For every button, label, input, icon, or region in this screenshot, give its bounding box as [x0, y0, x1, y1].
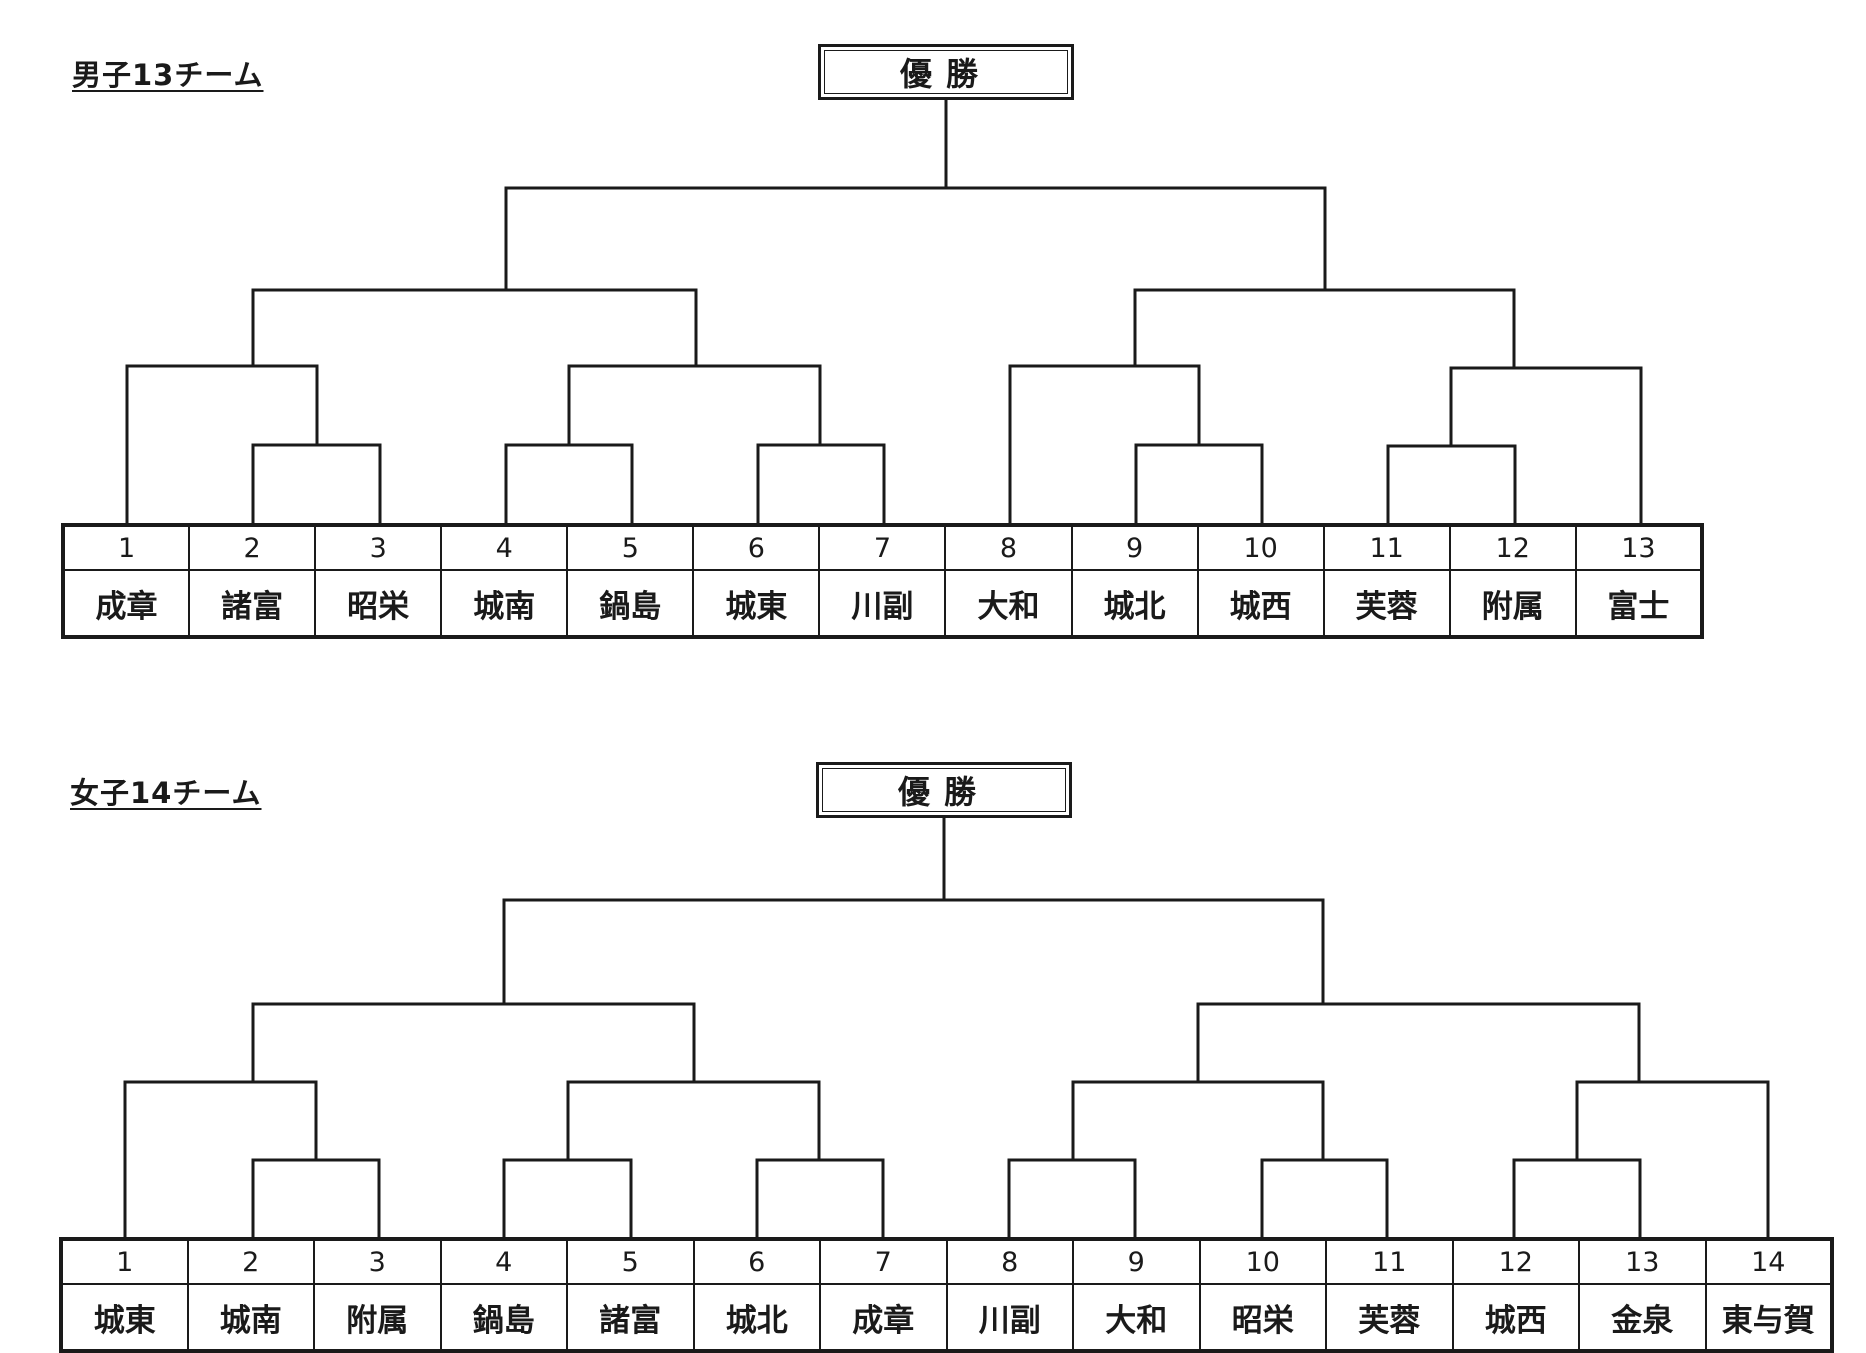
girls-name-row: 城東 城南 附属 鍋島 諸富 城北 成章 川副 大和 昭栄 芙蓉 城西 金泉 東…: [60, 1283, 1833, 1352]
team-number: 2: [188, 524, 317, 571]
team-number: 2: [186, 1238, 315, 1285]
team-name: 富士: [1574, 569, 1704, 638]
boys-number-row: 1 2 3 4 5 6 7 8 9 10 11 12 13: [61, 524, 1704, 571]
team-number: 3: [314, 524, 443, 571]
team-name: 昭栄: [1198, 1283, 1327, 1352]
girls-team-table: 1 2 3 4 5 6 7 8 9 10 11 12 13 14 城東 城南 附…: [59, 1237, 1834, 1353]
team-number: 12: [1451, 1238, 1580, 1285]
team-name: 川副: [945, 1283, 1074, 1352]
team-number: 13: [1574, 524, 1704, 571]
team-name: 昭栄: [314, 569, 443, 638]
team-number: 4: [439, 1238, 568, 1285]
team-number: 12: [1448, 524, 1577, 571]
boys-name-row: 成章 諸富 昭栄 城南 鍋島 城東 川副 大和 城北 城西 芙蓉 附属 富士: [61, 569, 1704, 638]
team-number: 10: [1196, 524, 1325, 571]
team-number: 14: [1704, 1238, 1833, 1285]
team-name: 芙蓉: [1325, 1283, 1454, 1352]
team-name: 城東: [60, 1283, 189, 1352]
team-name: 諸富: [566, 1283, 695, 1352]
team-number: 5: [566, 1238, 695, 1285]
team-name: 大和: [944, 569, 1073, 638]
team-number: 9: [1070, 524, 1199, 571]
team-name: 東与賀: [1704, 1283, 1833, 1352]
team-name: 鍋島: [566, 569, 695, 638]
team-name: 城西: [1451, 1283, 1580, 1352]
boys-bracket-title: 男子13チーム: [72, 58, 264, 92]
team-number: 7: [818, 524, 947, 571]
team-number: 13: [1578, 1238, 1707, 1285]
team-number: 11: [1325, 1238, 1454, 1285]
girls-bracket-title: 女子14チーム: [70, 776, 262, 810]
team-number: 8: [944, 524, 1073, 571]
team-name: 城西: [1196, 569, 1325, 638]
team-name: 城東: [692, 569, 821, 638]
team-number: 10: [1198, 1238, 1327, 1285]
team-name: 城南: [186, 1283, 315, 1352]
team-name: 諸富: [188, 569, 317, 638]
team-name: 大和: [1072, 1283, 1201, 1352]
team-name: 金泉: [1578, 1283, 1707, 1352]
team-name: 鍋島: [439, 1283, 568, 1352]
team-number: 5: [566, 524, 695, 571]
girls-number-row: 1 2 3 4 5 6 7 8 9 10 11 12 13 14: [60, 1238, 1833, 1285]
team-name: 附属: [313, 1283, 442, 1352]
team-name: 成章: [61, 569, 191, 638]
team-number: 3: [313, 1238, 442, 1285]
team-name: 川副: [818, 569, 947, 638]
boys-champion-box: 優勝: [818, 44, 1074, 100]
team-name: 城南: [440, 569, 569, 638]
team-number: 6: [692, 524, 821, 571]
team-number: 7: [819, 1238, 948, 1285]
team-name: 芙蓉: [1322, 569, 1451, 638]
team-number: 1: [60, 1238, 189, 1285]
team-name: 成章: [819, 1283, 948, 1352]
team-name: 城北: [1070, 569, 1199, 638]
boys-team-table: 1 2 3 4 5 6 7 8 9 10 11 12 13 成章 諸富 昭栄 城…: [61, 523, 1704, 639]
girls-champion-box: 優勝: [816, 762, 1072, 818]
team-number: 6: [692, 1238, 821, 1285]
team-name: 城北: [692, 1283, 821, 1352]
team-number: 4: [440, 524, 569, 571]
team-number: 1: [61, 524, 191, 571]
team-number: 11: [1322, 524, 1451, 571]
team-number: 9: [1072, 1238, 1201, 1285]
team-name: 附属: [1448, 569, 1577, 638]
team-number: 8: [945, 1238, 1074, 1285]
